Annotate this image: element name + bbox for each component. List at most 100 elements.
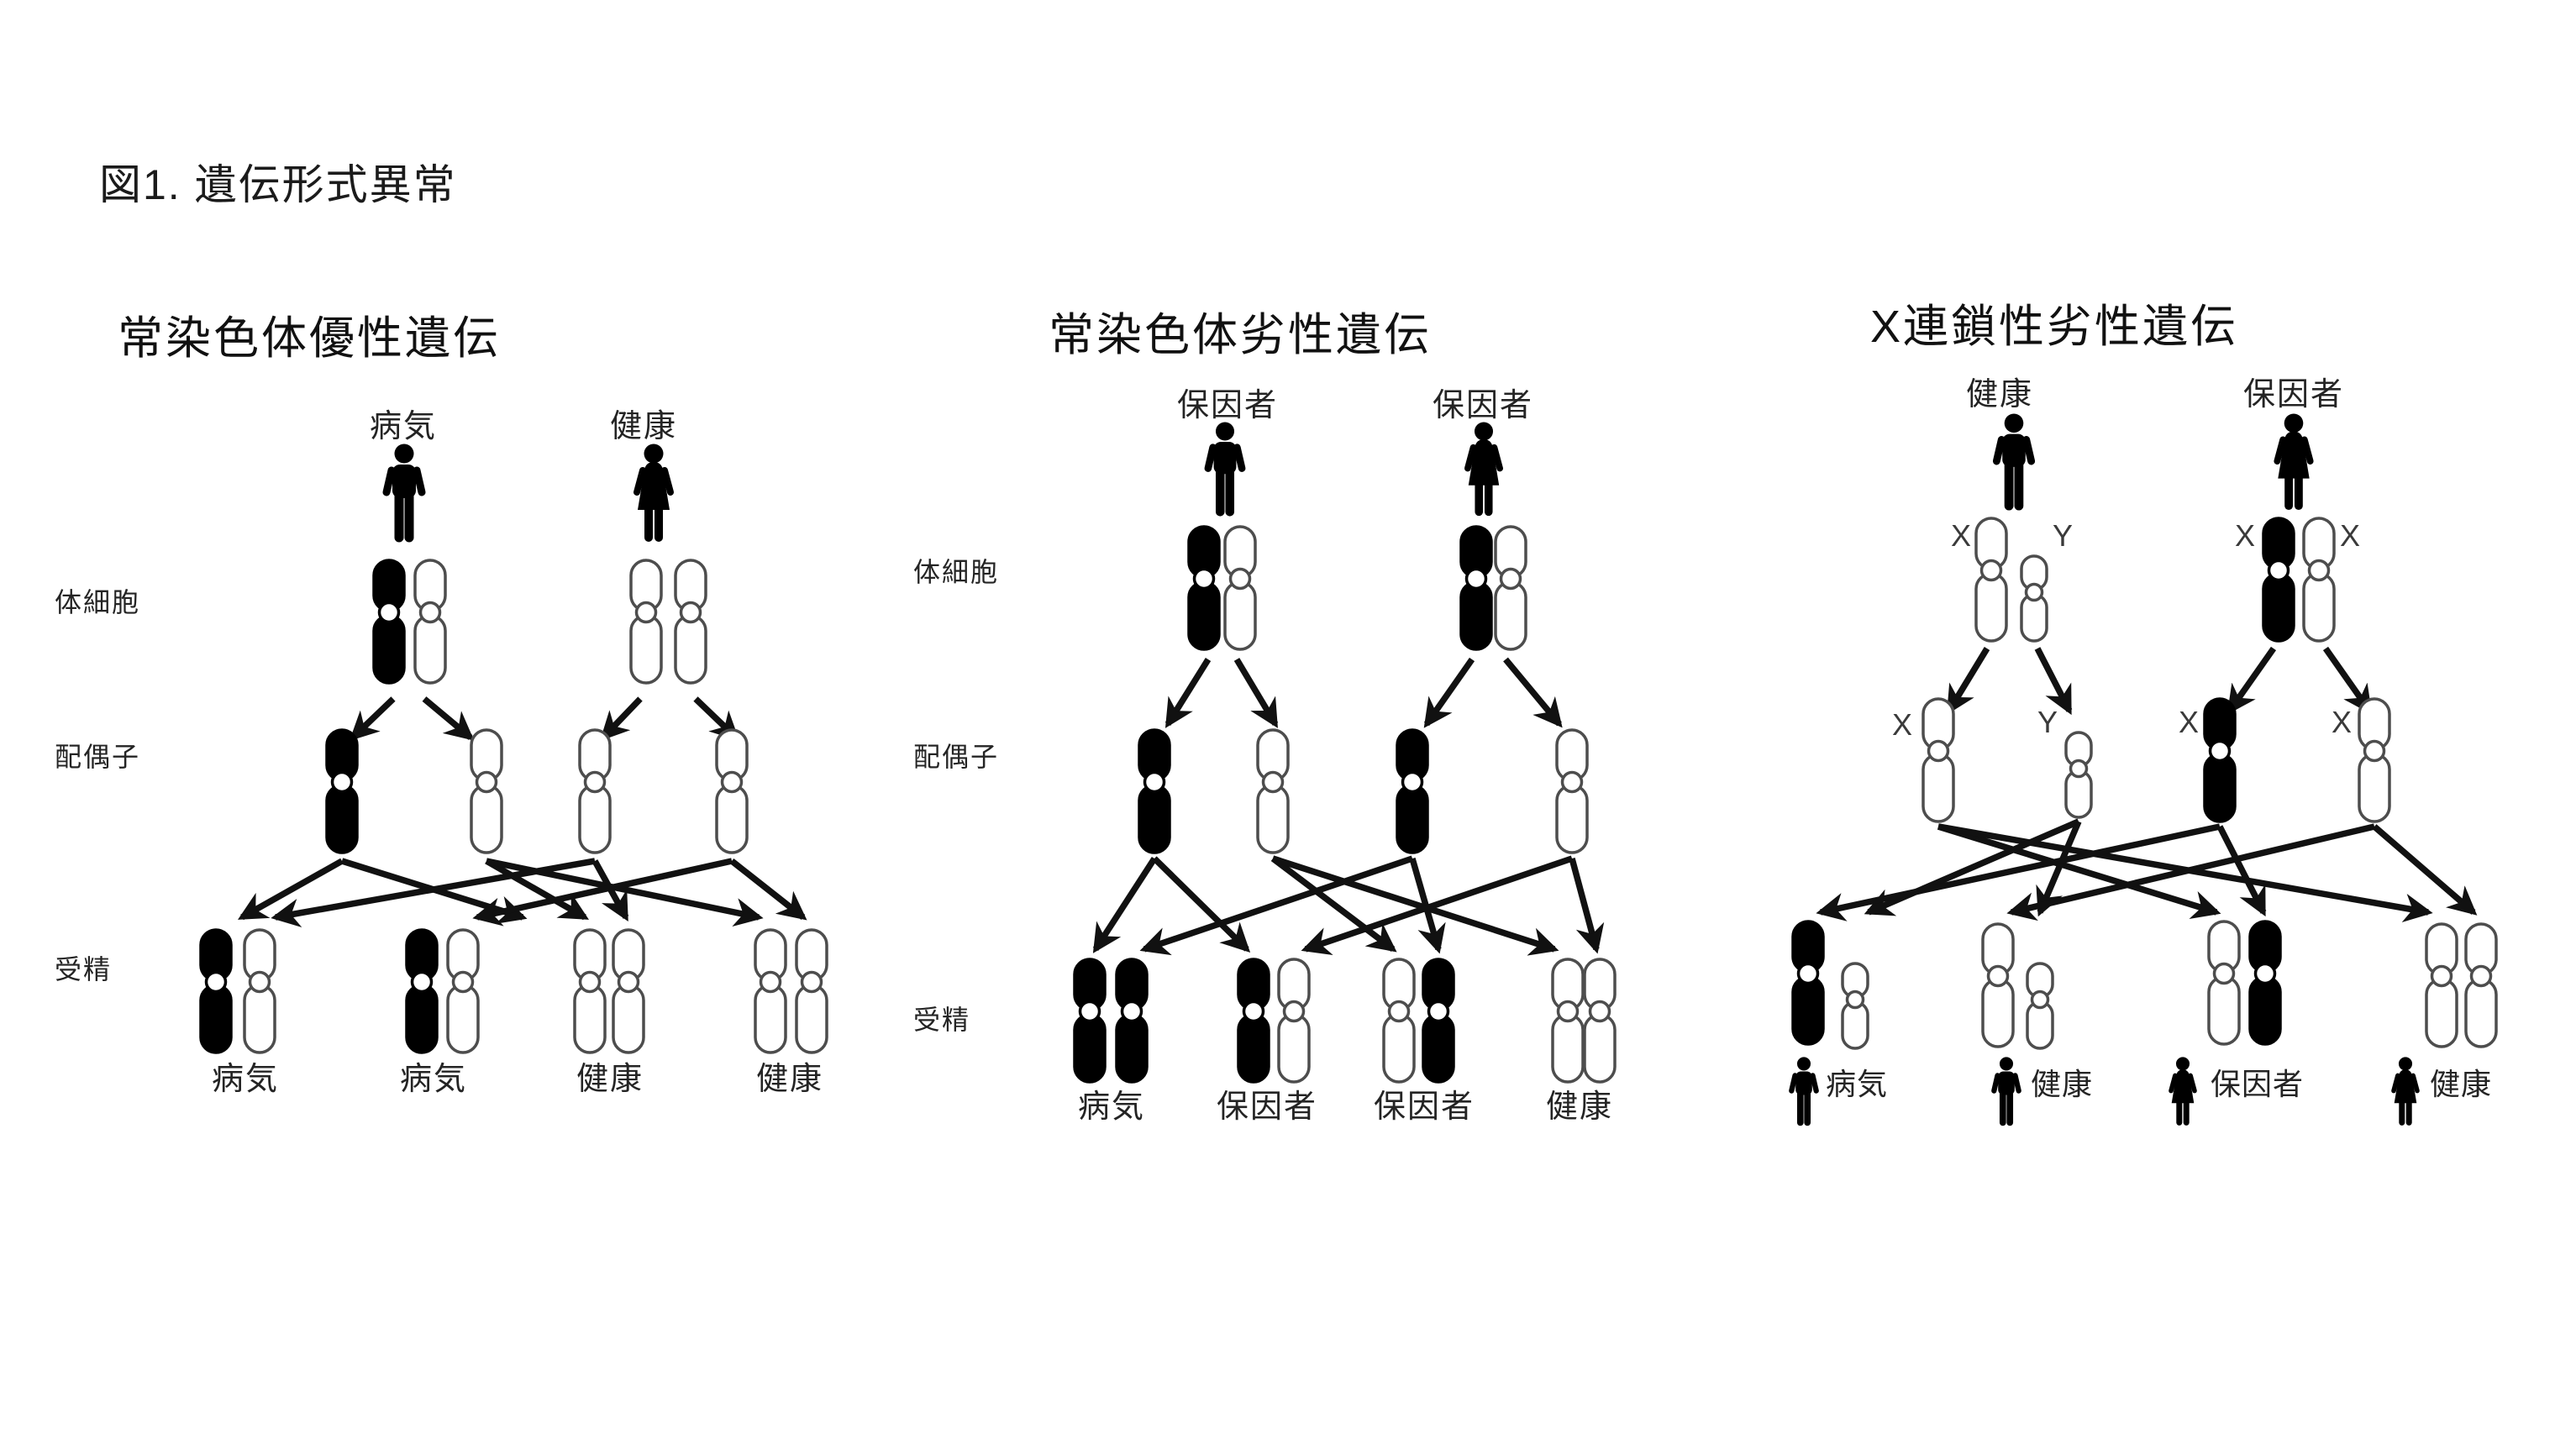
gamete-normal bbox=[1256, 728, 1290, 854]
offspring-female-icon bbox=[2171, 1057, 2195, 1122]
chromosome-normal bbox=[1223, 525, 1257, 651]
gamete-affected bbox=[1396, 728, 1429, 854]
meiosis-arrow bbox=[1164, 658, 1212, 728]
fertilization-arrow bbox=[1139, 855, 1414, 956]
chromosome-letter: Y bbox=[2053, 518, 2073, 553]
fertilization-arrow bbox=[2036, 820, 2082, 917]
panel-title-autosomal-dominant: 常染色体優性遺伝 bbox=[118, 313, 501, 364]
fertilization-arrow bbox=[1301, 855, 1574, 956]
chromosome-normal bbox=[1494, 525, 1527, 651]
offspring-label: 保因者 bbox=[1374, 1089, 1475, 1125]
chromosome-letter: X bbox=[2179, 705, 2199, 739]
chromosome-normal bbox=[795, 928, 828, 1054]
fertilization-arrow bbox=[271, 858, 596, 927]
chromosome-affected bbox=[1073, 958, 1107, 1084]
panel-x-linked-recessive: 健康 保因者 X Y X X X Y X X bbox=[1791, 377, 2498, 1122]
chromosome-normal bbox=[754, 928, 787, 1054]
father-icon bbox=[1208, 422, 1242, 512]
fertilization-arrow bbox=[2372, 824, 2478, 916]
x-chromosome-normal bbox=[2207, 920, 2241, 1046]
offspring-label: 病気 bbox=[1078, 1089, 1145, 1125]
y-chromosome bbox=[1841, 962, 1869, 1050]
offspring-label: 保因者 bbox=[1217, 1089, 1317, 1125]
fertilization-arrow bbox=[1270, 856, 1397, 953]
meiosis-arrow bbox=[1503, 657, 1563, 728]
panel-autosomal-dominant: 病気 健康 体細胞 配偶子 受精 bbox=[55, 409, 828, 1097]
row-label-somatic: 体細胞 bbox=[55, 587, 140, 617]
fertilization-arrow bbox=[1569, 858, 1605, 954]
fertilization-arrow bbox=[1409, 857, 1446, 954]
father-icon bbox=[386, 444, 422, 538]
chromosome-letter: X bbox=[1892, 707, 1912, 742]
offspring-group: 病気 病気 健康 健康 bbox=[199, 928, 828, 1097]
chromosome-normal bbox=[612, 928, 645, 1054]
meiosis-arrow bbox=[2226, 646, 2277, 715]
offspring-label: 保因者 bbox=[2211, 1067, 2304, 1101]
gamete-x-affected bbox=[2203, 697, 2237, 823]
x-chromosome-normal bbox=[2464, 922, 2498, 1048]
chromosome-letter: X bbox=[2235, 518, 2255, 553]
offspring-male-icon bbox=[1791, 1057, 1816, 1122]
offspring-label: 健康 bbox=[756, 1062, 823, 1097]
chromosome-normal bbox=[446, 928, 480, 1054]
offspring-label: 病気 bbox=[212, 1062, 279, 1097]
offspring-group: 病気 保因者 保因者 健康 bbox=[1073, 958, 1617, 1125]
fertilization-arrow bbox=[1092, 856, 1158, 953]
gamete-normal bbox=[578, 728, 612, 854]
chromosome-normal bbox=[629, 559, 663, 685]
x-chromosome-normal bbox=[1981, 922, 2015, 1048]
x-chromosome-affected bbox=[2248, 920, 2282, 1046]
chromosome-normal bbox=[413, 559, 447, 685]
gamete-affected bbox=[325, 728, 359, 854]
offspring-group: 病気 健康 保因者 健康 bbox=[1791, 920, 2498, 1122]
father-status-label: 保因者 bbox=[1177, 388, 1278, 423]
x-chromosome-normal bbox=[2302, 517, 2336, 643]
x-chromosome-affected bbox=[2262, 517, 2295, 643]
x-chromosome-normal bbox=[2425, 922, 2458, 1048]
chromosome-letter: X bbox=[1951, 518, 1971, 553]
chromosome-letter: X bbox=[2340, 518, 2360, 553]
row-label-gametes: 配偶子 bbox=[55, 742, 140, 772]
gamete-x-normal bbox=[1921, 697, 1955, 823]
fertilization-arrow bbox=[2216, 825, 2267, 917]
mother-status-label: 健康 bbox=[610, 409, 677, 444]
meiosis-arrow bbox=[1233, 658, 1279, 728]
meiosis-arrow bbox=[1946, 647, 1990, 715]
x-chromosome-affected bbox=[1791, 920, 1825, 1046]
offspring-label: 健康 bbox=[576, 1062, 644, 1097]
chromosome-normal bbox=[1277, 958, 1311, 1084]
figure-title: 図1. 遺伝形式異常 bbox=[99, 161, 457, 208]
offspring-female-icon bbox=[2394, 1057, 2417, 1122]
chromosome-affected bbox=[1459, 525, 1493, 651]
meiosis-arrow bbox=[422, 696, 475, 741]
y-chromosome bbox=[2020, 554, 2048, 643]
chromosome-normal bbox=[1583, 958, 1617, 1084]
fertilization-arrow bbox=[1271, 855, 1559, 956]
chromosome-normal bbox=[1382, 958, 1416, 1084]
chromosome-normal bbox=[674, 559, 707, 685]
gamete-x-normal bbox=[2358, 697, 2391, 823]
chromosome-affected bbox=[1187, 525, 1221, 651]
meiosis-arrow bbox=[600, 696, 643, 742]
chromosome-affected bbox=[1237, 958, 1270, 1084]
meiosis-arrow bbox=[2034, 647, 2073, 716]
panel-autosomal-recessive: 保因者 保因者 体細胞 配偶子 受精 bbox=[913, 388, 1617, 1125]
offspring-label: 健康 bbox=[1546, 1089, 1613, 1125]
mother-icon bbox=[1468, 422, 1500, 512]
fertilization-arrow bbox=[485, 858, 589, 921]
fertilization-arrow bbox=[472, 858, 733, 927]
offspring-label: 健康 bbox=[2430, 1067, 2492, 1101]
row-label-gametes: 配偶子 bbox=[913, 742, 999, 772]
fertilization-arrow bbox=[2006, 823, 2375, 921]
chromosome-affected bbox=[199, 928, 233, 1054]
chromosome-affected bbox=[1115, 958, 1149, 1084]
chromosome-affected bbox=[1422, 958, 1455, 1084]
fertilization-arrow bbox=[1816, 823, 2221, 921]
offspring-label: 健康 bbox=[2031, 1067, 2093, 1101]
gamete-normal bbox=[470, 728, 503, 854]
fertilization-arrow bbox=[729, 858, 807, 921]
gamete-affected bbox=[1138, 728, 1171, 854]
mother-icon bbox=[637, 444, 670, 538]
offspring-label: 病気 bbox=[1826, 1067, 1888, 1101]
